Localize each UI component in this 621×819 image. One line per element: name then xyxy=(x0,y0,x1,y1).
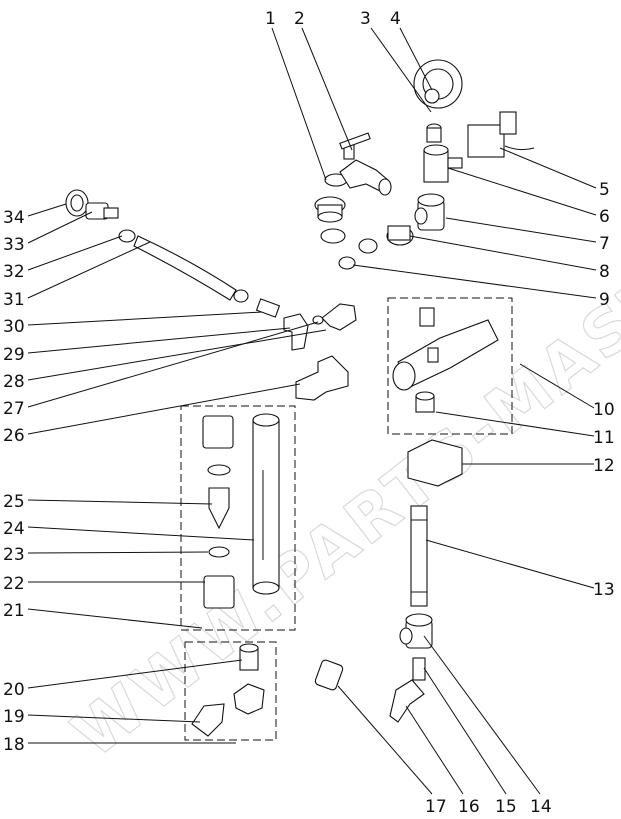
part-26-bracket xyxy=(295,355,349,401)
label-15: 15 xyxy=(495,797,517,817)
part-32-clamp xyxy=(118,229,136,243)
group-frame-18 xyxy=(184,641,277,741)
label-3: 3 xyxy=(360,9,371,29)
label-10: 10 xyxy=(593,400,615,420)
part-13-threaded-rod xyxy=(410,505,428,607)
label-19: 19 xyxy=(3,707,25,727)
label-20: 20 xyxy=(3,680,25,700)
label-22: 22 xyxy=(3,574,25,594)
label-12: 12 xyxy=(593,456,615,476)
label-31: 31 xyxy=(3,290,25,310)
label-18: 18 xyxy=(3,735,25,755)
label-11: 11 xyxy=(593,428,615,448)
part-15-nipple xyxy=(412,657,426,681)
part-6-valve-body xyxy=(423,144,463,183)
part-12-connector xyxy=(407,439,463,487)
label-5: 5 xyxy=(599,180,610,200)
part-10-valve-assembly xyxy=(392,307,499,391)
part-30-nipple xyxy=(255,298,281,318)
part-14-tee xyxy=(399,613,433,649)
part-29-elbow xyxy=(283,313,309,351)
part-20-fitting xyxy=(239,643,259,671)
part-8-clamp xyxy=(358,225,414,254)
label-30: 30 xyxy=(3,317,25,337)
part-16-tap xyxy=(389,679,425,723)
label-23: 23 xyxy=(3,545,25,565)
part-34-cap xyxy=(65,189,89,217)
label-6: 6 xyxy=(599,207,610,227)
label-34: 34 xyxy=(3,208,25,228)
part-ring-washer xyxy=(320,228,346,244)
part-27-nut xyxy=(312,315,324,325)
label-17: 17 xyxy=(425,797,447,817)
label-8: 8 xyxy=(599,262,610,282)
part-22-nut xyxy=(203,575,235,609)
part-24-flow-tube xyxy=(252,413,280,595)
part-18-tap xyxy=(233,683,265,715)
part-4-gear-knob xyxy=(413,59,463,109)
part-5-solenoid xyxy=(467,111,535,158)
label-7: 7 xyxy=(599,234,610,254)
label-27: 27 xyxy=(3,399,25,419)
part-oring-top xyxy=(207,464,231,476)
part-25-float xyxy=(208,487,230,530)
part-33-fitting xyxy=(85,202,119,220)
part-7-tee xyxy=(414,193,445,231)
part-hose-clamp xyxy=(233,289,249,303)
label-21: 21 xyxy=(3,601,25,621)
label-4: 4 xyxy=(390,9,401,29)
part-top-nut xyxy=(202,415,234,449)
part-23-oring xyxy=(208,546,230,558)
label-26: 26 xyxy=(3,426,25,446)
part-31-hose xyxy=(133,235,237,301)
label-29: 29 xyxy=(3,345,25,365)
leader-lines xyxy=(27,27,597,795)
part-2-faucet xyxy=(339,132,392,196)
label-14: 14 xyxy=(530,797,552,817)
part-11-fitting xyxy=(415,391,435,413)
group-frame-21 xyxy=(180,405,296,631)
part-17-nipple xyxy=(314,659,344,691)
part-3-fitting xyxy=(426,123,442,143)
group-frame-10 xyxy=(387,297,513,435)
label-9: 9 xyxy=(599,290,610,310)
label-2: 2 xyxy=(294,9,305,29)
part-28-tube xyxy=(321,303,357,331)
part-9-cap xyxy=(338,256,356,270)
label-25: 25 xyxy=(3,492,25,512)
label-13: 13 xyxy=(593,580,615,600)
part-1-nut xyxy=(314,173,348,223)
label-16: 16 xyxy=(458,797,480,817)
part-19-handle xyxy=(191,703,225,737)
label-24: 24 xyxy=(3,519,25,539)
label-33: 33 xyxy=(3,235,25,255)
label-1: 1 xyxy=(265,9,276,29)
label-32: 32 xyxy=(3,262,25,282)
label-28: 28 xyxy=(3,372,25,392)
